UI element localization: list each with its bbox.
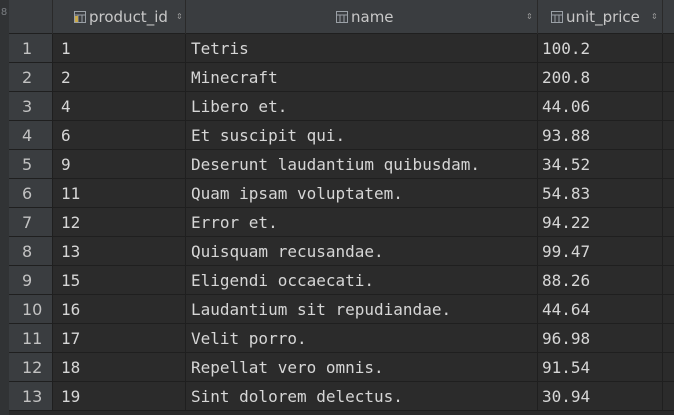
row-filler (663, 295, 674, 324)
column-icon (336, 11, 348, 23)
name-cell[interactable]: Quam ipsam voluptatem. (186, 179, 538, 208)
column-label: unit_price (566, 8, 640, 26)
product-id-cell[interactable]: 18 (53, 353, 186, 382)
editor-gutter: 8 (0, 0, 9, 415)
unit-price-cell[interactable]: 54.83 (538, 179, 663, 208)
unit-price-cell[interactable]: 100.2 (538, 34, 663, 63)
row-number-cell[interactable]: 3 (9, 92, 53, 121)
row-number-cell[interactable]: 8 (9, 237, 53, 266)
product-id-cell[interactable]: 11 (53, 179, 186, 208)
row-number-cell[interactable]: 2 (9, 63, 53, 92)
name-cell[interactable]: Eligendi occaecati. (186, 266, 538, 295)
unit-price-cell[interactable]: 30.94 (538, 382, 663, 411)
column-header-unit-price[interactable]: unit_price ⇕ (538, 0, 663, 34)
column-label: name (351, 8, 394, 26)
product-id-cell[interactable]: 1 (53, 34, 186, 63)
unit-price-cell[interactable]: 44.06 (538, 92, 663, 121)
product-id-cell[interactable]: 17 (53, 324, 186, 353)
column-icon (551, 11, 563, 23)
row-filler (663, 266, 674, 295)
unit-price-cell[interactable]: 96.98 (538, 324, 663, 353)
unit-price-cell[interactable]: 94.22 (538, 208, 663, 237)
product-id-cell[interactable]: 15 (53, 266, 186, 295)
sort-icon[interactable]: ⇕ (651, 12, 658, 21)
unit-price-cell[interactable]: 93.88 (538, 121, 663, 150)
unit-price-cell[interactable]: 34.52 (538, 150, 663, 179)
row-number-cell[interactable]: 5 (9, 150, 53, 179)
data-table: product_id ⇕ name ⇕ (9, 0, 674, 415)
name-cell[interactable]: Laudantium sit repudiandae. (186, 295, 538, 324)
product-id-cell[interactable]: 6 (53, 121, 186, 150)
name-cell[interactable]: Velit porro. (186, 324, 538, 353)
name-cell[interactable]: Sint dolorem delectus. (186, 382, 538, 411)
name-cell[interactable]: Error et. (186, 208, 538, 237)
product-id-cell[interactable]: 13 (53, 237, 186, 266)
header-filler (663, 0, 674, 34)
table-header: product_id ⇕ name ⇕ (9, 0, 674, 34)
row-number-cell[interactable]: 7 (9, 208, 53, 237)
row-filler (663, 34, 674, 63)
row-filler (663, 63, 674, 92)
name-cell[interactable]: Tetris (186, 34, 538, 63)
column-header-product-id[interactable]: product_id ⇕ (53, 0, 186, 34)
row-filler (663, 353, 674, 382)
row-filler (663, 382, 674, 411)
row-filler (663, 121, 674, 150)
name-cell[interactable]: Quisquam recusandae. (186, 237, 538, 266)
name-cell[interactable]: Deserunt laudantium quibusdam. (186, 150, 538, 179)
product-id-cell[interactable]: 19 (53, 382, 186, 411)
row-filler (663, 237, 674, 266)
unit-price-cell[interactable]: 44.64 (538, 295, 663, 324)
row-number-cell[interactable]: 13 (9, 382, 53, 411)
sort-icon[interactable]: ⇕ (526, 12, 533, 21)
row-filler (663, 92, 674, 121)
unit-price-cell[interactable]: 88.26 (538, 266, 663, 295)
fold-marker-icon: 8 (0, 7, 8, 18)
product-id-cell[interactable]: 16 (53, 295, 186, 324)
row-number-cell[interactable]: 4 (9, 121, 53, 150)
column-header-name[interactable]: name ⇕ (186, 0, 538, 34)
row-number-cell[interactable]: 1 (9, 34, 53, 63)
unit-price-cell[interactable]: 200.8 (538, 63, 663, 92)
column-label: product_id (89, 8, 168, 26)
row-number-cell[interactable]: 6 (9, 179, 53, 208)
row-filler (663, 324, 674, 353)
row-number-cell[interactable]: 12 (9, 353, 53, 382)
unit-price-cell[interactable]: 91.54 (538, 353, 663, 382)
name-cell[interactable]: Repellat vero omnis. (186, 353, 538, 382)
key-column-icon (74, 11, 86, 23)
row-number-cell[interactable]: 10 (9, 295, 53, 324)
product-id-cell[interactable]: 12 (53, 208, 186, 237)
name-cell[interactable]: Libero et. (186, 92, 538, 121)
product-id-cell[interactable]: 9 (53, 150, 186, 179)
row-filler (663, 150, 674, 179)
row-filler (663, 179, 674, 208)
name-cell[interactable]: Minecraft (186, 63, 538, 92)
row-number-cell[interactable]: 11 (9, 324, 53, 353)
row-filler (663, 208, 674, 237)
name-cell[interactable]: Et suscipit qui. (186, 121, 538, 150)
unit-price-cell[interactable]: 99.47 (538, 237, 663, 266)
product-id-cell[interactable]: 2 (53, 63, 186, 92)
product-id-cell[interactable]: 4 (53, 92, 186, 121)
row-number-header (9, 0, 53, 34)
row-number-cell[interactable]: 9 (9, 266, 53, 295)
sort-icon[interactable]: ⇕ (176, 12, 183, 21)
